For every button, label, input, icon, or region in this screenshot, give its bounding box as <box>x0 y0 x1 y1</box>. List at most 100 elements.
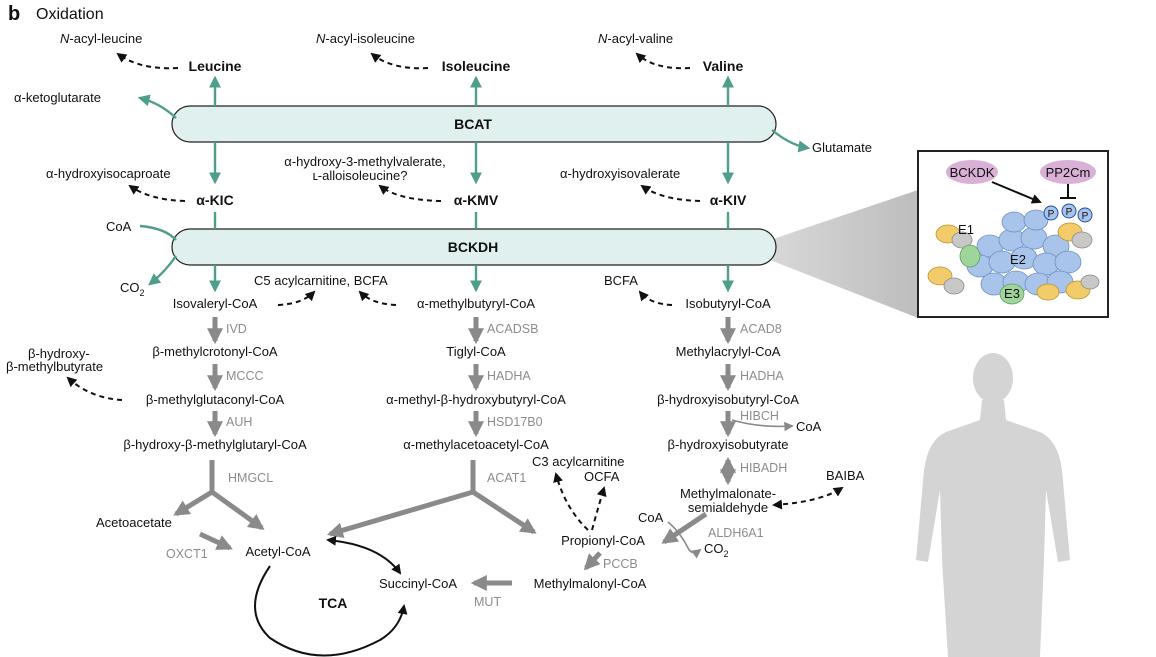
arrow-kic-to-hydroxy <box>128 184 186 202</box>
methylmalonyl-coa-label: Methylmalonyl-CoA <box>534 576 647 591</box>
n-acyl-leucine-label: N-acyl-leucine <box>60 31 142 46</box>
acetoacetate-label: Acetoacetate <box>96 515 172 530</box>
arrow-isovaleryl-to-c5 <box>277 290 316 306</box>
acadsb-enzyme-label: ACADSB <box>487 322 538 336</box>
baiba-label: BAIBA <box>826 468 865 483</box>
kmv-label: α-KMV <box>454 192 499 208</box>
c5-acylcarnitine-label: C5 acylcarnitine, BCFA <box>254 273 388 288</box>
aldh6a1-enzyme-label: ALDH6A1 <box>708 526 764 540</box>
alpha-ketoglutarate-label: α-ketoglutarate <box>14 90 101 105</box>
ivd-enzyme-label: IVD <box>226 322 247 336</box>
bckdk-label: BCKDK <box>950 165 995 180</box>
pccb-enzyme-label: PCCB <box>603 557 638 571</box>
panel-title: Oxidation <box>36 6 104 23</box>
arrow-coa-in <box>139 224 177 241</box>
arrow-isobutyryl-to-bcfa <box>638 290 673 306</box>
arrow-baiba <box>772 486 844 510</box>
bckdh-co2-label: CO2 <box>120 280 145 298</box>
hydroxyisovalerate-label: α-hydroxyisovalerate <box>560 166 680 181</box>
arrow-acetyl-succinyl <box>326 535 402 575</box>
succinyl-coa-label: Succinyl-CoA <box>379 576 457 591</box>
tiglyl-coa-label: Tiglyl-CoA <box>446 344 506 359</box>
arrow-leucine-to-n-acyl <box>116 52 179 70</box>
hibch-coa-label: CoA <box>796 419 822 434</box>
hydroxy-methylbutyrate-label-2: β-methylbutyrate <box>6 359 103 374</box>
arrow-acat1-to-propionyl <box>471 489 537 535</box>
arrow-glutamate <box>771 129 811 153</box>
pp2cm-label: PP2Cm <box>1046 165 1091 180</box>
hadha-ile-enzyme-label: HADHA <box>487 369 531 383</box>
aldh6a1-co2-label: CO2 <box>704 541 729 559</box>
tca-label: TCA <box>319 595 348 611</box>
oxct1-enzyme-label: OXCT1 <box>166 547 208 561</box>
aldh6a1-coa-label: CoA <box>638 510 664 525</box>
acat1-enzyme-label: ACAT1 <box>487 471 526 485</box>
arrow-hmgcl-to-acetyl <box>210 489 265 531</box>
methylbutyryl-coa-label: α-methylbutyryl-CoA <box>417 296 535 311</box>
hmg-coa-label: β-hydroxy-β-methylglutaryl-CoA <box>123 437 307 452</box>
e2-label: E2 <box>1010 252 1026 267</box>
arrow-kmv-to-hydroxy <box>378 184 442 202</box>
hsd17b0-enzyme-label: HSD17B0 <box>487 415 543 429</box>
alloisoleucine-label: ʟ-alloisoleucine? <box>313 168 408 183</box>
arrow-alpha-ketoglutarate <box>137 94 177 119</box>
mccc-enzyme-label: MCCC <box>226 369 264 383</box>
hmgcl-enzyme-label: HMGCL <box>228 471 273 485</box>
arrow-oxct1 <box>198 531 233 551</box>
hydroxy-methylvalerate-label: α-hydroxy-3-methylvalerate, <box>284 154 445 169</box>
methyl-hydroxybutyryl-coa-label: α-methyl-β-hydroxybutyryl-CoA <box>386 392 566 407</box>
isobutyryl-coa-label: Isobutyryl-CoA <box>685 296 771 311</box>
hydroxy-methylbutyrate-label-1: β-hydroxy- <box>28 346 90 361</box>
phospho-1: P <box>1048 209 1055 220</box>
mut-enzyme-label: MUT <box>474 595 501 609</box>
c3-acylcarnitine-label: C3 acylcarnitine <box>532 454 625 469</box>
n-acyl-isoleucine-label: N-acyl-isoleucine <box>316 31 415 46</box>
bcfa-label: BCFA <box>604 273 638 288</box>
auh-enzyme-label: AUH <box>226 415 252 429</box>
bckdh-coa-label: CoA <box>106 219 132 234</box>
arrow-hmgcl-to-acetoacetate <box>173 489 214 517</box>
methylglutaconyl-coa-label: β-methylglutaconyl-CoA <box>146 392 285 407</box>
hibch-enzyme-label: HIBCH <box>740 409 779 423</box>
valine-label: Valine <box>703 58 744 74</box>
acad8-enzyme-label: ACAD8 <box>740 322 782 336</box>
methylmalonate-label-2: semialdehyde <box>688 500 768 515</box>
e1-label: E1 <box>958 222 974 237</box>
hibadh-enzyme-label: HIBADH <box>740 461 787 475</box>
arrow-co2-out <box>148 255 177 286</box>
bckdh-complex-inset: BCKDK PP2Cm P <box>917 150 1109 318</box>
arrow-isoleucine-to-n-acyl <box>370 52 429 70</box>
hydroxyisobutyryl-coa-label: β-hydroxyisobutyryl-CoA <box>657 392 799 407</box>
bcat-bar <box>171 105 777 143</box>
arrow-propionyl-to-c3 <box>553 472 589 531</box>
bckdh-label: BCKDH <box>448 239 499 255</box>
arrow-hibch-coa <box>731 419 794 432</box>
n-acyl-valine-label: N-acyl-valine <box>598 31 673 46</box>
methylacetoacetyl-coa-label: α-methylacetoacetyl-CoA <box>403 437 549 452</box>
kic-label: α-KIC <box>196 192 233 208</box>
ocfa-label: OCFA <box>584 469 620 484</box>
pp2cm-phosphatase <box>1040 160 1096 184</box>
arrow-aldh6a1 <box>661 511 708 545</box>
kiv-label: α-KIV <box>710 192 747 208</box>
arrow-acat1-to-acetyl <box>326 489 474 539</box>
isovaleryl-coa-label: Isovaleryl-CoA <box>173 296 258 311</box>
bckdk-kinase <box>946 160 998 184</box>
hadha-val-enzyme-label: HADHA <box>740 369 784 383</box>
methylcrotonyl-coa-label: β-methylcrotonyl-CoA <box>152 344 278 359</box>
leucine-label: Leucine <box>189 58 242 74</box>
isoleucine-label: Isoleucine <box>442 58 511 74</box>
arrow-aldh6a1-co2 <box>667 521 702 559</box>
bckdh-bar <box>171 228 777 266</box>
bckdk-arrow <box>991 181 1042 204</box>
propionyl-coa-label: Propionyl-CoA <box>561 533 645 548</box>
panel-letter: b <box>8 3 20 25</box>
acetyl-coa-label: Acetyl-CoA <box>245 544 310 559</box>
hydroxyisobutyrate-label: β-hydroxyisobutyrate <box>668 437 789 452</box>
arrow-pccb <box>583 551 602 571</box>
arrow-methylbutyryl-to-c5 <box>358 290 397 306</box>
zoom-cone <box>770 190 918 318</box>
hydroxyisocaproate-label: α-hydroxyisocaproate <box>46 166 171 181</box>
bcat-label: BCAT <box>454 116 492 132</box>
